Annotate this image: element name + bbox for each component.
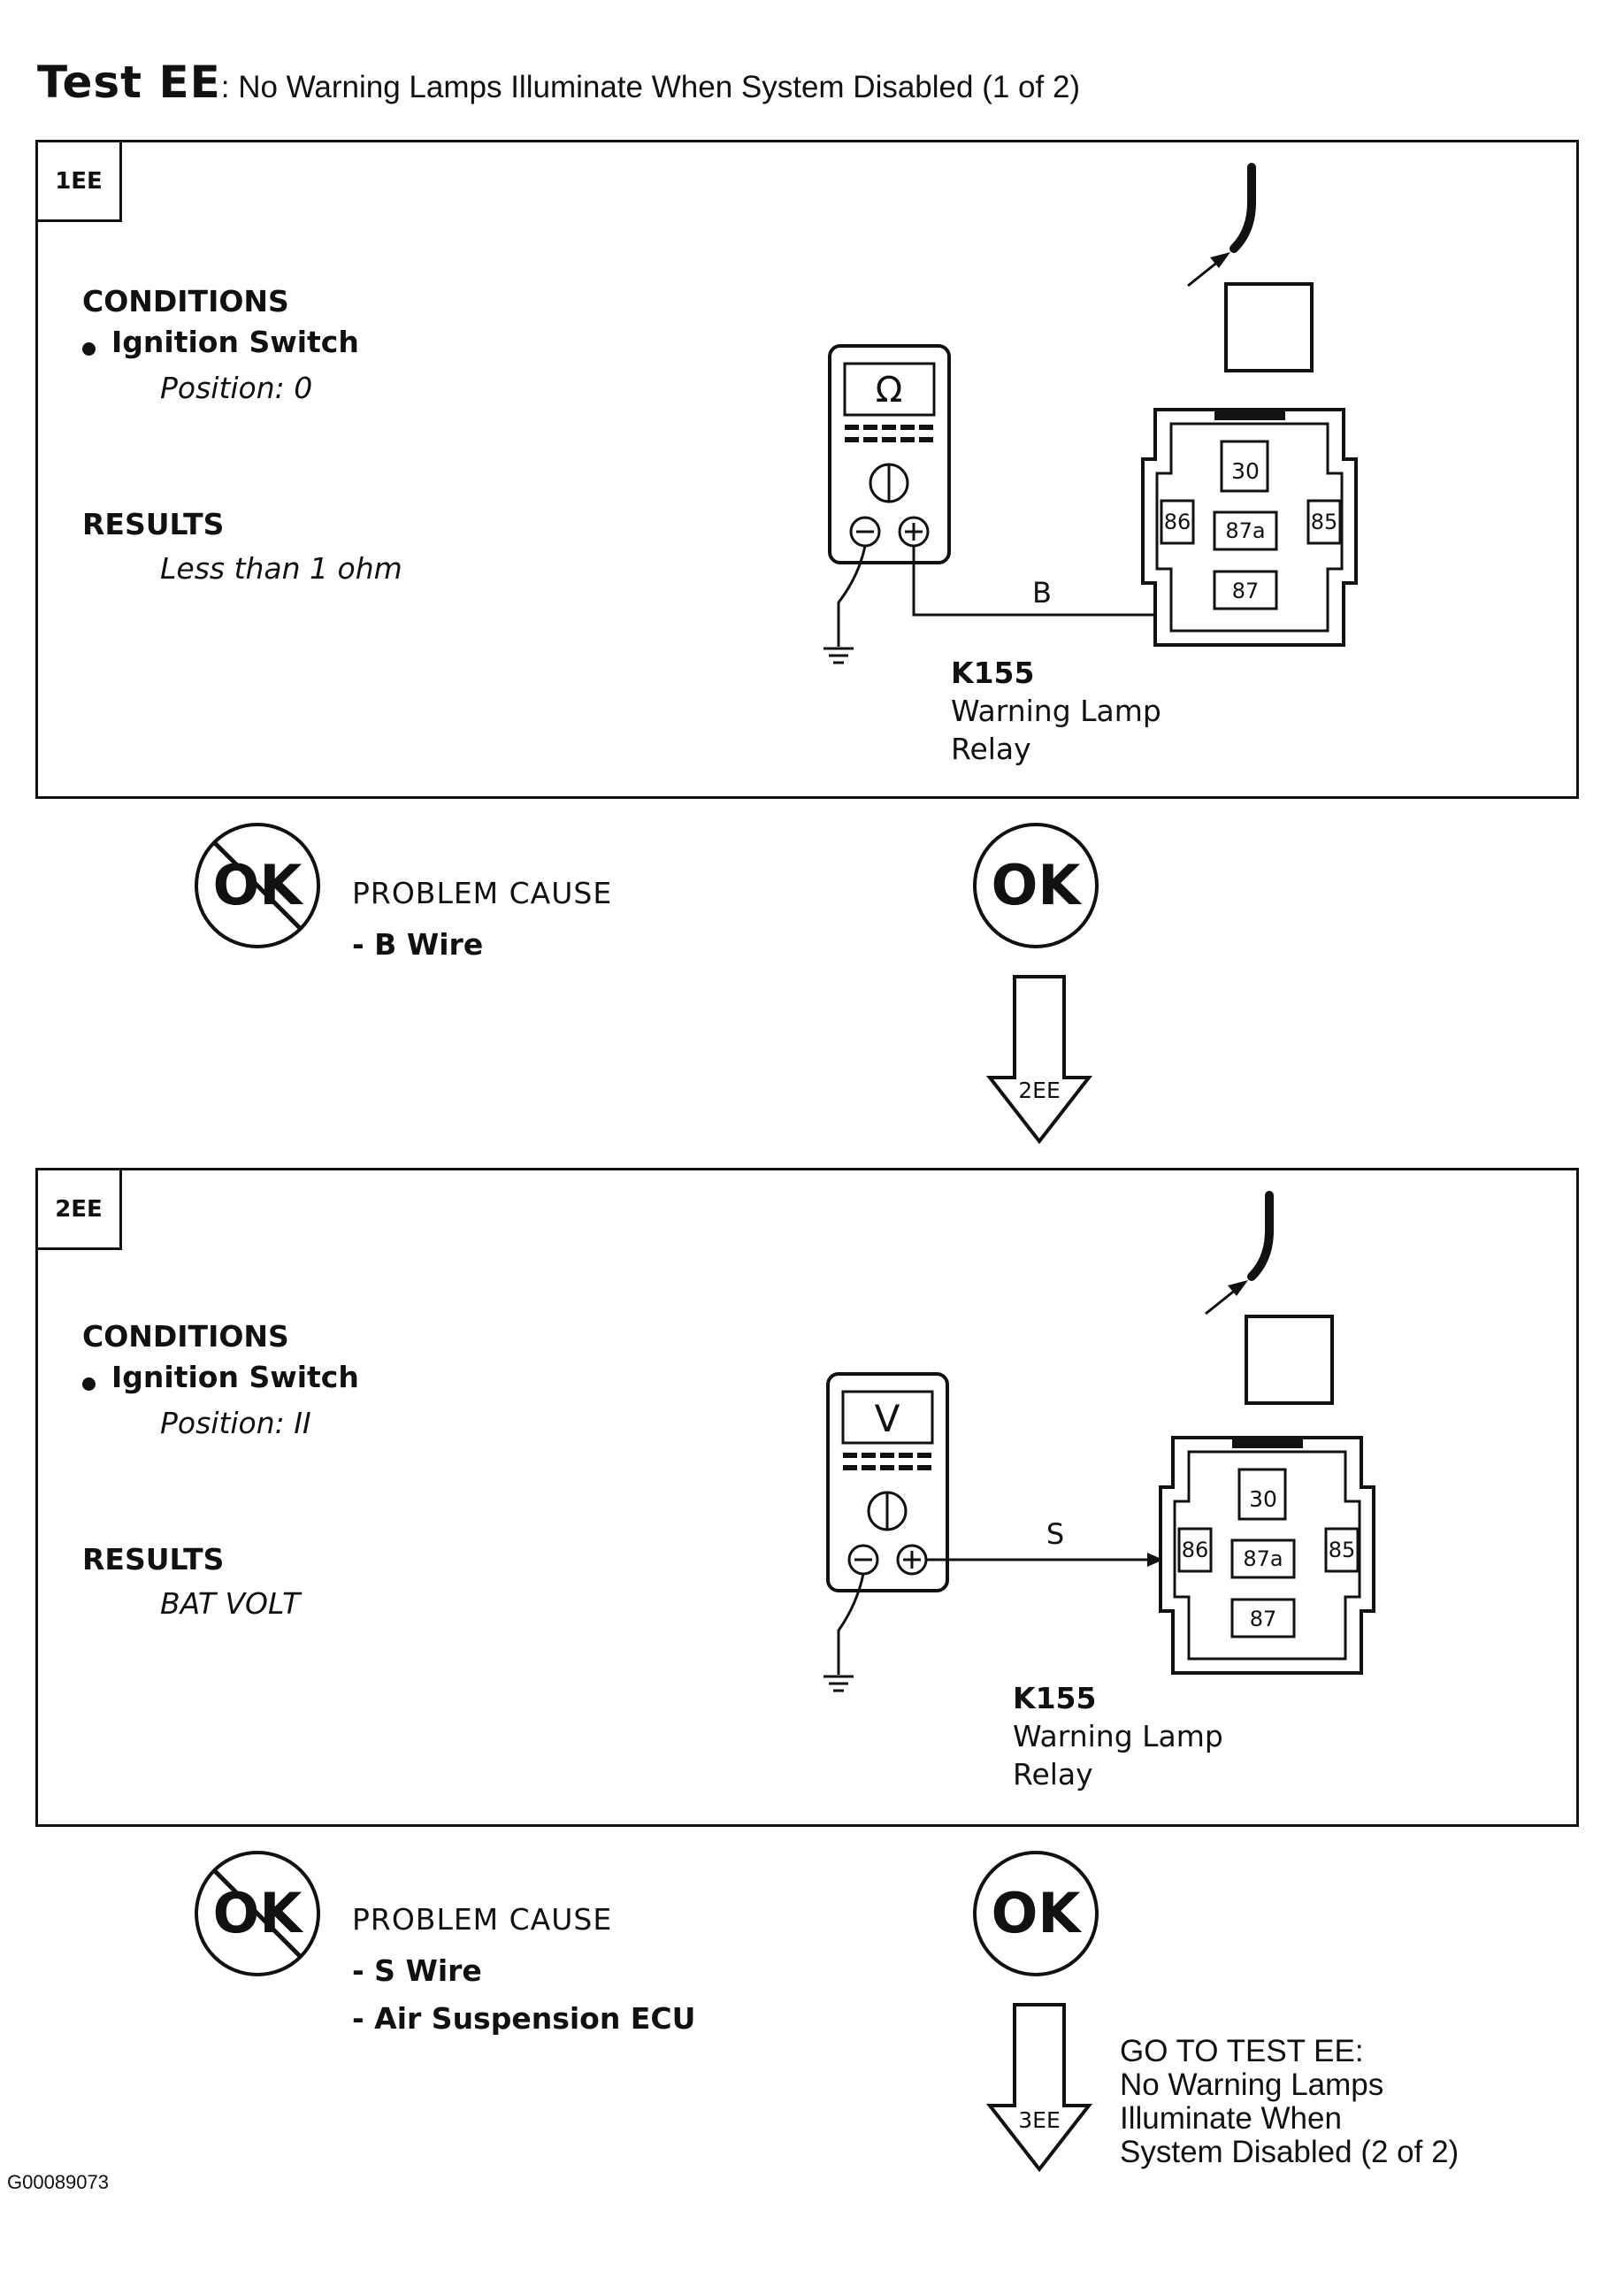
terminal-86: 86 xyxy=(1182,1538,1209,1562)
terminal-87: 87 xyxy=(1232,579,1260,603)
results-label: RESULTS xyxy=(82,1542,225,1577)
condition-value: Position: 0 xyxy=(160,371,313,405)
relay-connector-icon: 30 86 85 87a 87 xyxy=(1159,1436,1375,1675)
condition-item-label: Ignition Switch xyxy=(111,325,359,359)
results-value: Less than 1 ohm xyxy=(160,551,402,586)
test-diagram: Ω B xyxy=(823,163,1358,664)
figure-id: G00089073 xyxy=(7,2171,109,2193)
condition-item-label: Ignition Switch xyxy=(111,1360,359,1394)
results-label: RESULTS xyxy=(82,507,225,541)
next-step-label: 3EE xyxy=(1018,2107,1061,2133)
relay-id: K155 xyxy=(951,656,1035,690)
goto-note: GO TO TEST EE: No Warning Lamps Illumina… xyxy=(1120,2035,1544,2169)
multimeter-icon: Ω xyxy=(828,344,951,564)
next-step-label: 2EE xyxy=(1018,1078,1061,1103)
goto-line-2: No Warning Lamps xyxy=(1120,2068,1384,2102)
goto-line-3: Illuminate When xyxy=(1120,2101,1342,2136)
ground-icon xyxy=(823,1675,854,1692)
problem-cause-item: - S Wire xyxy=(352,1953,482,1988)
problem-cause-label: PROBLEM CAUSE xyxy=(352,876,613,910)
meter-symbol: V xyxy=(875,1397,900,1440)
relay-connector-icon: 30 86 85 87a 87 xyxy=(1141,408,1358,647)
problem-cause-item: - Air Suspension ECU xyxy=(352,2001,696,2036)
terminal-87a: 87a xyxy=(1243,1546,1283,1571)
step-panel-2EE: 2EE CONDITIONS Ignition Switch Position:… xyxy=(35,1168,1579,1827)
ok-text: OK xyxy=(991,853,1081,917)
condition-item: Ignition Switch xyxy=(82,1360,359,1394)
terminal-86: 86 xyxy=(1164,510,1191,534)
multimeter-icon: V xyxy=(826,1372,949,1592)
relay-name-1: Warning Lamp xyxy=(951,694,1161,728)
problem-cause-item: - B Wire xyxy=(352,927,484,962)
goto-line-4: System Disabled (2 of 2) xyxy=(1120,2135,1459,2169)
condition-value: Position: II xyxy=(160,1406,311,1440)
relay-name-2: Relay xyxy=(951,732,1031,766)
ok-text: OK xyxy=(991,1881,1081,1945)
down-arrow-icon: 2EE xyxy=(986,973,1092,1146)
meter-symbol: Ω xyxy=(876,370,903,410)
wire-label: B xyxy=(1032,576,1052,610)
relay-name-2: Relay xyxy=(1013,1757,1093,1791)
relay-name-1: Warning Lamp xyxy=(1013,1719,1223,1753)
page-title: Test EE: No Warning Lamps Illuminate Whe… xyxy=(37,57,1080,108)
problem-cause-label: PROBLEM CAUSE xyxy=(352,1902,613,1937)
test-title: Test EE xyxy=(37,57,221,108)
conditions-label: CONDITIONS xyxy=(82,284,289,318)
not-ok-icon: OK xyxy=(193,821,322,950)
wire-label: S xyxy=(1046,1517,1064,1551)
ok-icon: OK xyxy=(971,1849,1100,1978)
test-diagram: V S 30 86 xyxy=(823,1191,1375,1692)
relay-label: K155 Warning Lamp Relay xyxy=(1013,1679,1223,1793)
bullet-icon xyxy=(82,341,96,356)
relay-label: K155 Warning Lamp Relay xyxy=(951,654,1161,768)
terminal-85: 85 xyxy=(1311,510,1338,534)
terminal-87: 87 xyxy=(1250,1607,1277,1631)
results-value: BAT VOLT xyxy=(160,1586,301,1621)
ok-icon: OK xyxy=(971,821,1100,950)
terminal-30: 30 xyxy=(1231,458,1260,484)
step-tag: 2EE xyxy=(38,1170,122,1250)
ground-icon xyxy=(823,647,854,664)
not-ok-icon: OK xyxy=(193,1849,322,1978)
down-arrow-icon: 3EE xyxy=(986,2001,1092,2174)
test-subtitle: : No Warning Lamps Illuminate When Syste… xyxy=(220,70,1081,104)
conditions-label: CONDITIONS xyxy=(82,1319,289,1354)
step-panel-1EE: 1EE CONDITIONS Ignition Switch Position:… xyxy=(35,140,1579,799)
condition-item: Ignition Switch xyxy=(82,325,359,359)
terminal-85: 85 xyxy=(1329,1538,1356,1562)
bullet-icon xyxy=(82,1377,96,1391)
step-tag: 1EE xyxy=(38,142,122,222)
relay-id: K155 xyxy=(1013,1681,1097,1715)
goto-line-1: GO TO TEST EE: xyxy=(1120,2034,1364,2068)
terminal-30: 30 xyxy=(1249,1486,1277,1512)
terminal-87a: 87a xyxy=(1225,518,1265,543)
